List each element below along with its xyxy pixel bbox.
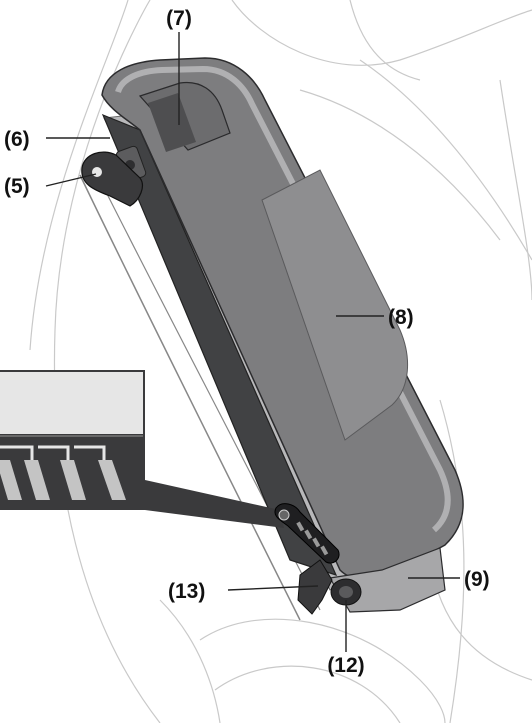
inset-bracket [0, 445, 106, 460]
label-mounting-base: (9) [464, 568, 490, 591]
label-lock: (6) [4, 128, 30, 151]
label-charging-socket: (12) [327, 654, 364, 677]
battery-charge-panel [274, 503, 340, 564]
rail-inner-line [79, 174, 301, 621]
handle-grip [148, 93, 196, 152]
leader-lines [45, 32, 460, 652]
label-battery-body: (8) [388, 306, 414, 329]
battery-level-icon [0, 460, 126, 500]
power-button-icon[interactable] [278, 509, 290, 521]
socket-cover[interactable] [297, 559, 333, 615]
battery-side [101, 113, 338, 576]
key-icon[interactable] [81, 151, 143, 207]
charge-indicator-inset [0, 370, 284, 528]
battery-rim [115, 65, 451, 533]
label-battery-lock-key: (5) [4, 175, 30, 198]
battery-body [101, 57, 464, 582]
battery-label-panel [261, 169, 409, 441]
label-carrying-handle: (7) [166, 7, 192, 30]
bike-frame-sketch [29, 0, 532, 723]
charging-socket-icon[interactable] [330, 578, 362, 606]
label-socket-cover: (13) [168, 580, 205, 603]
